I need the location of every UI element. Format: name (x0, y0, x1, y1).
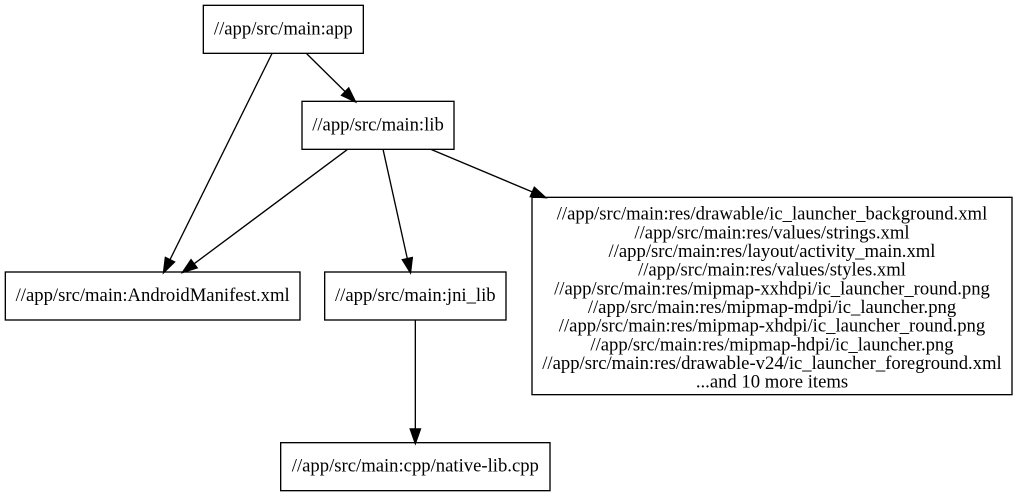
svg-text://app/src/main:res/mipmap-xhdp: //app/src/main:res/mipmap-xhdpi/ic_launc… (559, 316, 985, 337)
svg-text://app/src/main:res/values/styl: //app/src/main:res/values/styles.xml (638, 260, 906, 281)
svg-text://app/src/main:jni_lib: //app/src/main:jni_lib (335, 285, 496, 306)
svg-text:...and 10 more items: ...and 10 more items (696, 372, 848, 393)
svg-text://app/src/main:cpp/native-lib.: //app/src/main:cpp/native-lib.cpp (292, 456, 539, 477)
svg-text://app/src/main:res/mipmap-mdpi: //app/src/main:res/mipmap-mdpi/ic_launch… (588, 297, 956, 318)
svg-text://app/src/main:res/mipmap-hdpi: //app/src/main:res/mipmap-hdpi/ic_launch… (590, 334, 953, 355)
svg-text://app/src/main:lib: //app/src/main:lib (312, 114, 444, 135)
svg-text://app/src/main:res/mipmap-xxhd: //app/src/main:res/mipmap-xxhdpi/ic_laun… (554, 278, 990, 299)
svg-text://app/src/main:app: //app/src/main:app (214, 18, 353, 39)
svg-text://app/src/main:res/drawable/ic: //app/src/main:res/drawable/ic_launcher_… (557, 204, 988, 225)
svg-text://app/src/main:AndroidManifest: //app/src/main:AndroidManifest.xml (16, 285, 290, 306)
svg-text://app/src/main:res/drawable-v2: //app/src/main:res/drawable-v24/ic_launc… (542, 353, 1002, 374)
svg-text://app/src/main:res/values/stri: //app/src/main:res/values/strings.xml (634, 222, 909, 243)
svg-text://app/src/main:res/layout/acti: //app/src/main:res/layout/activity_main.… (609, 241, 936, 262)
